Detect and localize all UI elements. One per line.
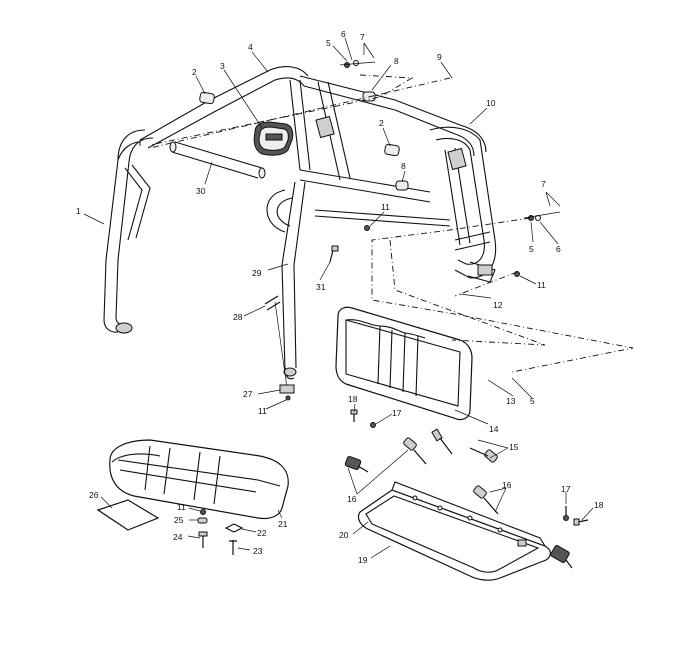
callout-9: 9 xyxy=(437,52,442,62)
bracket-hardware xyxy=(264,295,295,401)
callout-19: 19 xyxy=(358,555,368,565)
callout-7: 7 xyxy=(360,32,365,42)
callout-25: 25 xyxy=(174,515,184,525)
leader-lines xyxy=(83,37,594,559)
callout-27: 27 xyxy=(243,389,253,399)
callout-5b: 5 xyxy=(529,244,534,254)
callout-22: 22 xyxy=(257,528,267,538)
callout-17: 17 xyxy=(392,408,402,418)
callout-7b: 7 xyxy=(541,179,546,189)
callout-2b: 2 xyxy=(379,118,384,128)
seat-back xyxy=(335,306,473,421)
latch-parts xyxy=(344,428,573,569)
callout-5c: 5 xyxy=(530,396,535,406)
callout-31: 31 xyxy=(316,282,326,292)
callout-14: 14 xyxy=(489,424,499,434)
callout-18: 18 xyxy=(348,394,358,404)
callout-8: 8 xyxy=(394,56,399,66)
callout-18b: 18 xyxy=(594,500,604,510)
rops-frame xyxy=(103,66,497,380)
callout-16: 16 xyxy=(347,494,357,504)
callout-24: 24 xyxy=(173,532,183,542)
callout-5: 5 xyxy=(326,38,331,48)
callout-3: 3 xyxy=(220,61,225,71)
callout-4: 4 xyxy=(248,42,253,52)
emblem-plate xyxy=(253,121,294,156)
callout-20: 20 xyxy=(339,530,349,540)
callout-26: 26 xyxy=(89,490,99,500)
seat-cushion xyxy=(109,439,289,520)
assembly-lines xyxy=(139,74,634,373)
callout-17b: 17 xyxy=(561,484,571,494)
top-fasteners xyxy=(329,60,561,277)
callout-11d: 11 xyxy=(177,502,186,512)
callout-13: 13 xyxy=(506,396,516,406)
callout-23: 23 xyxy=(253,546,263,556)
callout-8b: 8 xyxy=(401,161,406,171)
callout-labels: 1 2 3 4 5 6 7 8 9 10 2 8 30 11 7 5 6 11 … xyxy=(76,29,604,565)
callout-16b: 16 xyxy=(502,480,512,490)
callout-21: 21 xyxy=(278,519,288,529)
callout-28: 28 xyxy=(233,312,243,322)
callout-11b: 11 xyxy=(537,280,546,290)
seat-base xyxy=(357,481,551,581)
callout-6: 6 xyxy=(341,29,346,39)
callout-11: 11 xyxy=(381,202,390,212)
callout-2: 2 xyxy=(192,67,197,77)
callout-12: 12 xyxy=(493,300,503,310)
callout-29: 29 xyxy=(252,268,262,278)
callout-1: 1 xyxy=(76,206,81,216)
seat-bolts xyxy=(350,409,589,526)
callout-10: 10 xyxy=(486,98,496,108)
label-plate xyxy=(96,499,160,531)
callout-30: 30 xyxy=(196,186,206,196)
cushion-hardware xyxy=(197,509,244,555)
callout-6b: 6 xyxy=(556,244,561,254)
callout-11c: 11 xyxy=(258,406,267,416)
callout-15: 15 xyxy=(509,442,519,452)
